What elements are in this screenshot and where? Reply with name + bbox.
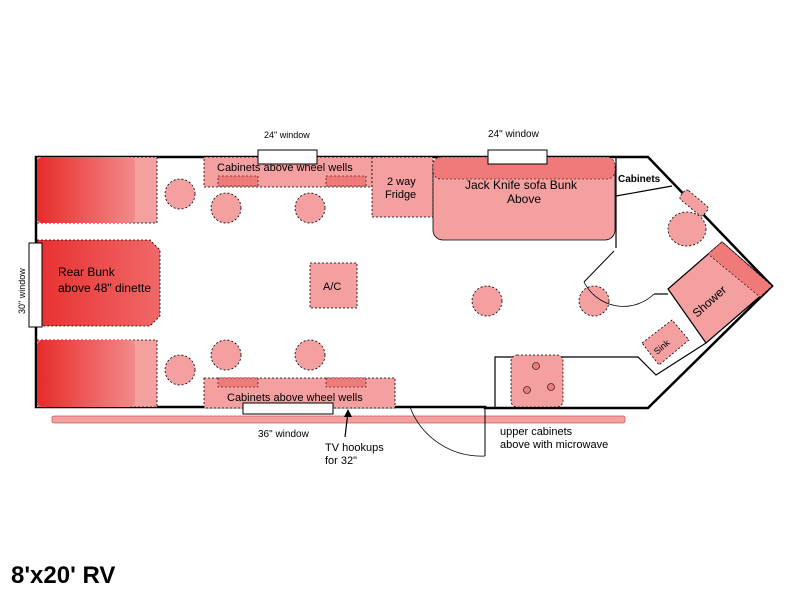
bunk-top-shade <box>37 157 135 223</box>
bath-wall-bottom <box>494 342 707 408</box>
fridge <box>371 156 434 218</box>
page-title: 8'x20' RV <box>11 562 116 589</box>
rear-bunk-label-1: Rear Bunk <box>58 265 116 279</box>
window-top-right <box>487 149 548 165</box>
sofa-bunk-above <box>432 156 616 180</box>
burner-1 <box>532 362 540 370</box>
wheel-well-top-right <box>325 175 367 187</box>
window-top-right-label: 24" window <box>488 129 540 140</box>
burner-2 <box>523 386 531 394</box>
fridge-label-1: 2 way <box>387 176 416 188</box>
kitchen-stove <box>510 354 564 408</box>
round-stools <box>164 178 610 386</box>
awning-strip <box>51 415 626 424</box>
stool-1 <box>164 178 196 210</box>
rear-bunk-label-2: above 48" dinette <box>58 281 151 295</box>
fridge-label-2: Fridge <box>385 189 416 201</box>
window-top-left <box>257 149 318 165</box>
cabinets-top-label: Cabinets above wheel wells <box>217 162 353 174</box>
window-top-left-label: 24" window <box>264 130 310 140</box>
entry-door-swing <box>409 406 486 457</box>
rear-window-label: 30" window <box>17 268 27 314</box>
stool-8 <box>578 285 610 317</box>
bath-door <box>583 250 615 283</box>
toilet-tank <box>679 189 709 217</box>
ac-label: A/C <box>323 281 341 293</box>
tv-arrow-head <box>344 409 352 417</box>
wheel-well-bottom-left <box>217 377 259 388</box>
stool-3 <box>294 192 326 224</box>
front-cabinets-label: Cabinets <box>618 174 661 185</box>
sofa-label-1: Jack Knife sofa Bunk <box>465 178 578 192</box>
ac-unit <box>309 262 358 309</box>
wheel-well-top-left <box>217 175 259 187</box>
window-bottom <box>242 402 334 415</box>
bunk-bottom-shade <box>37 340 135 407</box>
window-bottom-label: 36" window <box>258 429 310 440</box>
cabinets-bottom-label: Cabinets above wheel wells <box>227 392 363 404</box>
sofa-label-2: Above <box>507 192 541 206</box>
rear-window <box>28 242 43 328</box>
upper-cabinets-label-1: upper cabinets <box>500 426 573 438</box>
burner-3 <box>547 383 555 391</box>
stool-2 <box>210 192 242 224</box>
stool-5 <box>210 339 242 371</box>
bath-door-swing <box>583 281 655 307</box>
toilet <box>667 211 707 247</box>
stool-7 <box>471 285 503 317</box>
tv-label-2: for 32" <box>325 455 357 467</box>
bath-sink <box>641 319 690 366</box>
stool-4 <box>164 354 196 386</box>
upper-cabinets-label-2: above with microwave <box>500 439 608 451</box>
stool-6 <box>294 339 326 371</box>
shower-pan <box>707 241 773 298</box>
wheel-well-bottom-right <box>325 377 367 388</box>
tv-label-1: TV hookups <box>325 442 384 454</box>
